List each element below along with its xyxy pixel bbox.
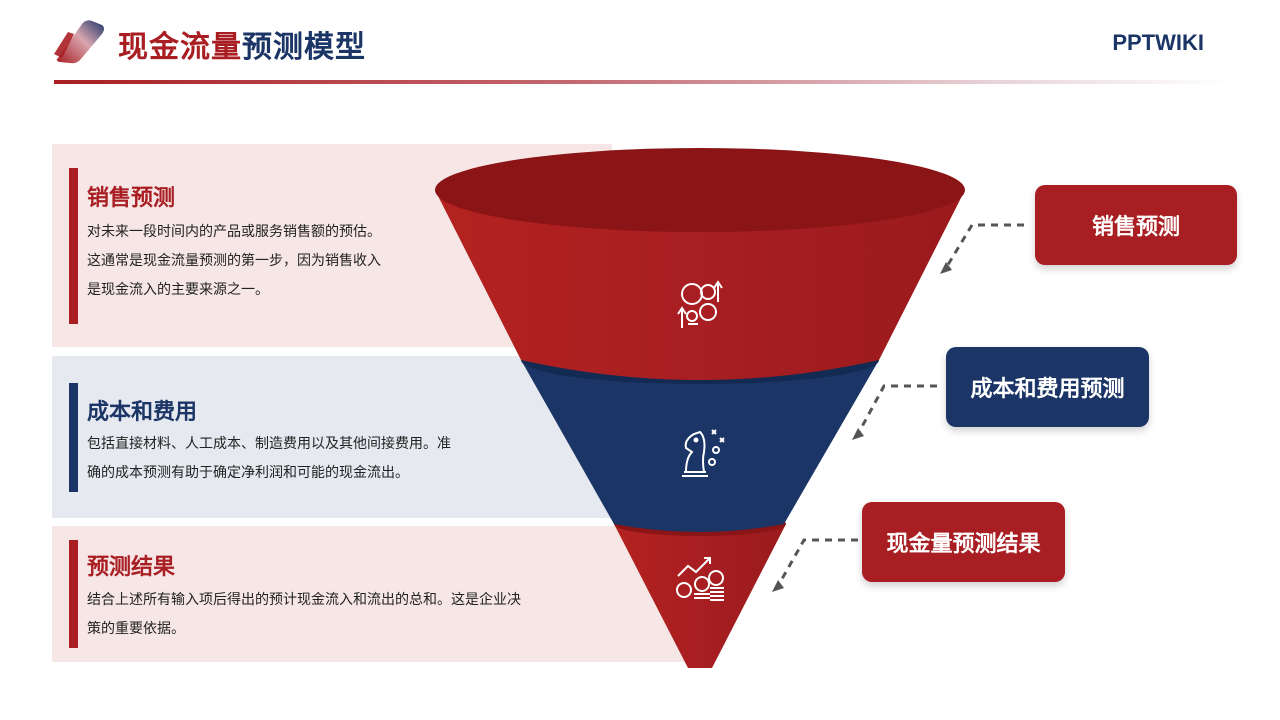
panel-line: 是现金流入的主要来源之一。 bbox=[87, 282, 269, 298]
panel-line: 策的重要依据。 bbox=[87, 621, 185, 637]
panel-forecast-result: 预测结果 结合上述所有输入项后得出的预计现金流入和流出的总和。这是企业决 策的重… bbox=[52, 526, 712, 662]
label-sales-forecast: 销售预测 bbox=[1035, 185, 1237, 265]
accent-bar bbox=[69, 540, 78, 648]
accent-bar bbox=[69, 383, 78, 492]
page-title: 现金流量预测模型 bbox=[118, 22, 366, 66]
panel-title: 预测结果 bbox=[87, 555, 176, 580]
title-red-part: 现金流量 bbox=[118, 30, 242, 65]
panel-cost-expense: 成本和费用 包括直接材料、人工成本、制造费用以及其他间接费用。准 确的成本预测有… bbox=[52, 356, 612, 518]
brain-gear-icon bbox=[677, 280, 723, 328]
header-divider bbox=[54, 80, 1230, 84]
connector-lines bbox=[776, 223, 1024, 587]
connector-arrowheads bbox=[772, 262, 952, 592]
chess-knight-strategy-icon bbox=[682, 429, 725, 477]
panel-line: 这通常是现金流量预测的第一步，因为销售收入 bbox=[87, 253, 381, 269]
panel-body: 对未来一段时间内的产品或服务销售额的预估。 这通常是现金流量预测的第一步，因为销… bbox=[87, 218, 437, 305]
panel-line: 对未来一段时间内的产品或服务销售额的预估。 bbox=[87, 224, 381, 240]
logo-mark bbox=[54, 20, 104, 64]
funnel-segment-sales bbox=[435, 148, 965, 380]
panel-title: 销售预测 bbox=[87, 186, 176, 211]
brand-name: PPTWIKI bbox=[1112, 30, 1204, 55]
panel-line: 确的成本预测有助于确定净利润和可能的现金流出。 bbox=[87, 465, 409, 481]
panel-line: 包括直接材料、人工成本、制造费用以及其他间接费用。准 bbox=[87, 436, 451, 452]
accent-bar bbox=[69, 168, 78, 324]
label-cash-forecast-result: 现金量预测结果 bbox=[862, 502, 1065, 582]
panel-line: 结合上述所有输入项后得出的预计现金流入和流出的总和。这是企业决 bbox=[87, 592, 521, 608]
panel-body: 结合上述所有输入项后得出的预计现金流入和流出的总和。这是企业决 策的重要依据。 bbox=[87, 586, 607, 644]
panel-body: 包括直接材料、人工成本、制造费用以及其他间接费用。准 确的成本预测有助于确定净利… bbox=[87, 430, 527, 488]
title-navy-part: 预测模型 bbox=[242, 30, 366, 65]
label-cost-expense-forecast: 成本和费用预测 bbox=[946, 347, 1149, 427]
panel-title: 成本和费用 bbox=[87, 400, 198, 425]
coins-growth-icon bbox=[676, 557, 724, 601]
